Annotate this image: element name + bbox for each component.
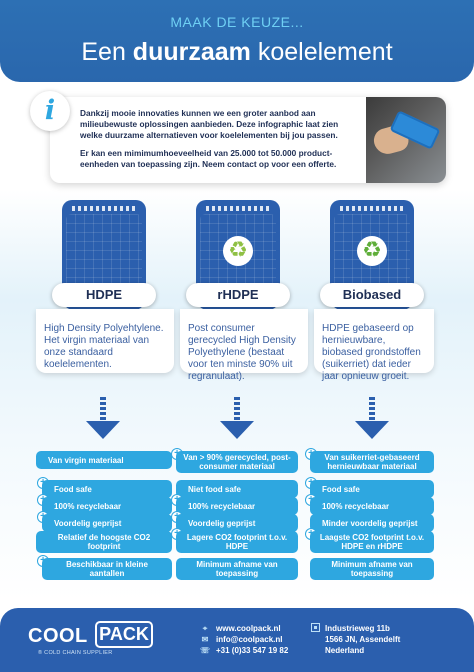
rhdpe-label: rHDPE [186,283,290,307]
arrow-down-icon [220,397,254,441]
biobased-feature-3: 100% recyclebaar [310,497,434,515]
rhdpe-feature-1: Van > 90% gerecycled, post-consumer mate… [176,451,298,473]
rhdpe-description: Post consumer gerecycled High Density Po… [180,309,308,382]
info-card: Dankzij mooie innovaties kunnen we een g… [50,97,446,183]
rhdpe-feature-6: Minimum afname van toepassing [176,558,298,580]
rhdpe-feature-3: 100% recyclebaar [176,497,298,515]
contact-phone: ☏ +31 (0)33 547 19 82 [200,645,288,656]
biobased-feature-2: Food safe [310,480,434,498]
website-link[interactable]: www.coolpack.nl [216,624,281,633]
email-link[interactable]: info@coolpack.nl [216,635,283,644]
address-line-3: Nederland [325,646,365,655]
title-suffix: koelelement [250,38,393,66]
title-bold: duurzaam [132,38,251,66]
biobased-feature-4: Minder voordelig geprijst [310,514,434,532]
hdpe-feature-4: Voordelig geprijst [42,514,172,532]
title-prefix: Een [81,38,133,66]
footer: COOL PACK ® COLD CHAIN SUPPLIER ⌖ www.co… [0,608,474,672]
bio-recycle-icon: ♻ [357,236,387,266]
info-paragraph-1: Dankzij mooie innovaties kunnen we een g… [80,108,339,140]
biobased-feature-1: Van suikerriet-gebaseerd hernieuwbaar ma… [310,451,434,473]
biobased-description: HDPE gebaseerd op hernieuwbare, biobased… [314,309,434,382]
hdpe-label: HDPE [52,283,156,307]
page-title: Een duurzaam koelelement [0,38,474,67]
location-pin-icon: ⌖ [202,624,208,633]
contact-website: ⌖ www.coolpack.nl [200,623,288,634]
rhdpe-feature-2: Niet food safe [176,480,298,498]
info-text: Dankzij mooie innovaties kunnen we een g… [80,108,345,170]
building-icon [311,623,320,632]
hdpe-description: High Density Polyehtylene. Het virgin ma… [36,309,174,373]
biobased-label: Biobased [320,283,424,307]
info-paragraph-2: Er kan een mimimumhoeveelheid van 25.000… [80,148,337,169]
hdpe-feature-1: Van virgin materiaal [36,451,172,469]
biobased-feature-6: Minimum afname van toepassing [310,558,434,580]
rhdpe-feature-5: Lagere CO2 footprint t.o.v. HDPE [176,531,298,553]
phone-link[interactable]: +31 (0)33 547 19 82 [216,646,289,655]
address-line-2: 1566 JN, Assendelft [325,635,401,644]
arrow-down-icon [355,397,389,441]
logo-cool-text: COOL [28,625,88,647]
hdpe-feature-5: Relatief de hoogste CO2 footprint [36,531,172,553]
address-line-1: Industrieweg 11b [325,624,390,633]
hdpe-feature-2: Food safe [42,480,172,498]
contact-block: ⌖ www.coolpack.nl ✉ info@coolpack.nl ☏ +… [200,623,288,656]
header-kicker: MAAK DE KEUZE... [170,14,304,30]
email-icon: ✉ [201,635,209,644]
hdpe-feature-3: 100% recyclebaar [42,497,172,515]
hdpe-feature-6: Beschikbaar in kleine aantallen [42,558,172,580]
rhdpe-feature-4: Voordelig geprijst [176,514,298,532]
recycle-icon: ♻ [223,236,253,266]
biobased-feature-5: Laagste CO2 footprint t.o.v. HDPE en rHD… [310,531,434,553]
logo-pack-text: PACK [95,621,153,648]
logo-tagline: ® COLD CHAIN SUPPLIER [38,650,113,656]
cooling-pack-photo [366,97,446,183]
phone-icon: ☏ [200,646,211,655]
arrow-down-icon [86,397,120,441]
header-banner: MAAK DE KEUZE... Een duurzaam koelelemen… [0,0,474,82]
contact-email: ✉ info@coolpack.nl [200,634,288,645]
info-icon: i [30,91,70,131]
address-block: Industrieweg 11b 1566 JN, Assendelft Ned… [311,623,401,656]
